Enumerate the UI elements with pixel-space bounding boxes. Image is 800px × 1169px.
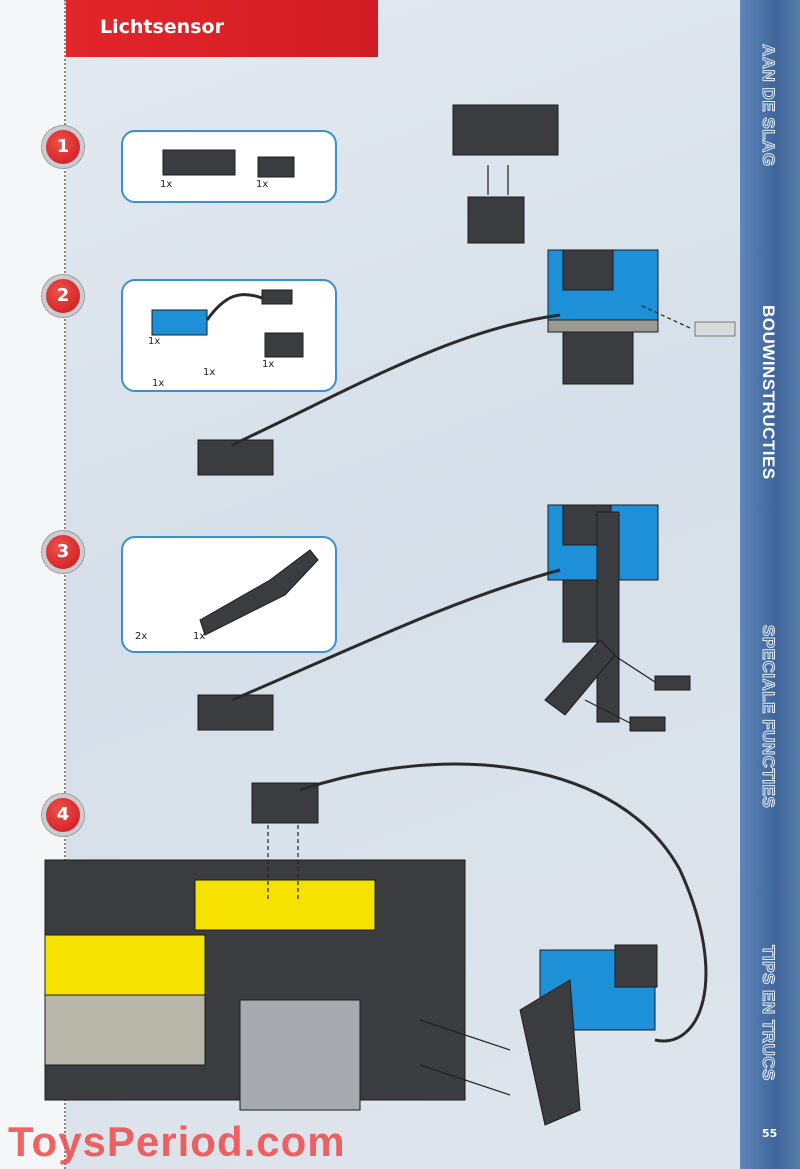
sensor-plug (261, 289, 293, 305)
technic-pin (654, 675, 691, 691)
technic-brick-1x2 (562, 249, 614, 291)
part-quantity: 2x (135, 631, 148, 642)
step-3-badge: 3 (42, 531, 84, 573)
part-quantity: 1x (152, 378, 165, 389)
technic-axle-pin (694, 321, 736, 337)
technic-brick-1x2 (264, 332, 304, 358)
technic-beam (596, 511, 620, 723)
technic-beam-bent (199, 549, 319, 636)
technic-brick-1x2 (467, 196, 525, 244)
part-quantity: 1x (148, 336, 161, 347)
page-title: Lichtsensor (100, 16, 224, 38)
sensor-base (562, 331, 634, 385)
sensor-plug (197, 439, 274, 476)
brick-2x4 (162, 149, 236, 176)
technic-pin (629, 716, 666, 732)
sensor-plug (251, 782, 319, 824)
step-4-badge: 4 (42, 794, 84, 836)
watermark: ToysPeriod.com (8, 1118, 346, 1165)
part-quantity: 1x (193, 631, 206, 642)
rcx-yellow (44, 934, 206, 996)
chapter-sidebar: AAN DE SLAG BOUWINSTRUCTIES SPECIALE FUN… (740, 0, 800, 1169)
tab-bouwinstructies[interactable]: BOUWINSTRUCTIES (759, 305, 778, 480)
tab-speciale-functies[interactable]: SPECIALE FUNCTIES (759, 624, 779, 809)
brick-2x4 (452, 104, 559, 156)
part-quantity: 1x (256, 179, 269, 190)
part-quantity: 1x (203, 367, 216, 378)
technic-brick-1x2 (257, 156, 295, 178)
tab-aan-de-slag[interactable]: AAN DE SLAG (759, 44, 779, 168)
part-quantity: 1x (262, 359, 275, 370)
tab-tips-en-trucs[interactable]: TIPS EN TRUCS (759, 945, 779, 1082)
step-3-parts-box: 2x 1x (121, 536, 337, 653)
light-sensor (151, 309, 208, 336)
part-quantity: 1x (160, 179, 173, 190)
left-margin (0, 0, 66, 1169)
assembly-arrows (267, 165, 691, 1096)
page-number: 55 (762, 1127, 778, 1140)
step-2-badge: 2 (42, 275, 84, 317)
section-header: Lichtsensor (66, 0, 378, 57)
step-1-badge: 1 (42, 126, 84, 168)
sensor-plug (197, 694, 274, 731)
sensor-cables (205, 293, 708, 1043)
